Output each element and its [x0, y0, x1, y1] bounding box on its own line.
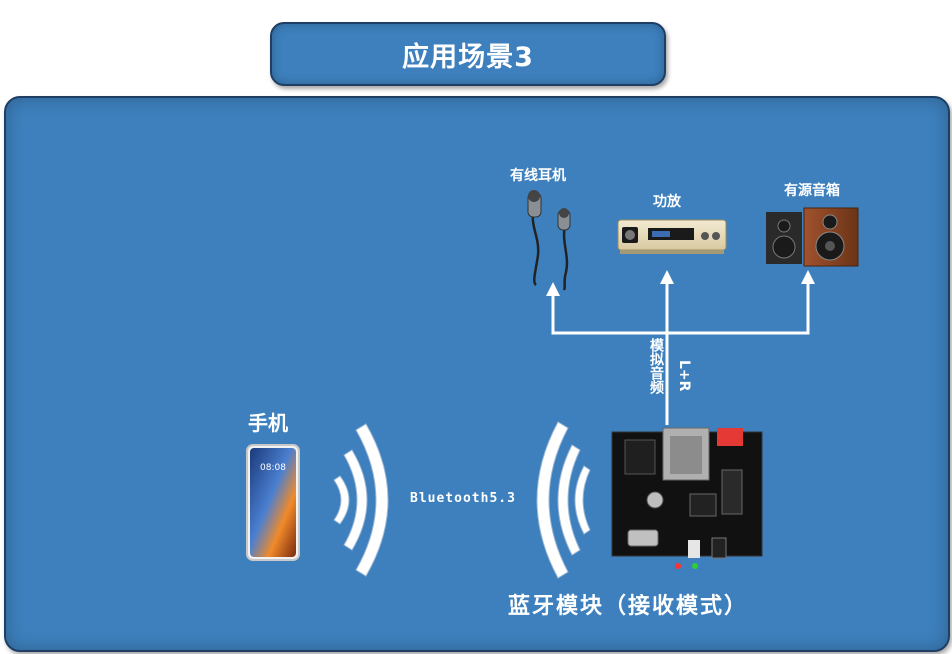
diagram-panel	[4, 96, 950, 652]
speakers-label: 有源音箱	[784, 183, 840, 199]
bluetooth-version-label: Bluetooth5.3	[410, 491, 516, 506]
phone-label: 手机	[248, 411, 288, 435]
earphones-label: 有线耳机	[510, 168, 566, 184]
amplifier-label: 功放	[653, 194, 681, 210]
channels-label: L+R	[676, 360, 692, 392]
title-banner: 应用场景3	[270, 22, 666, 86]
analog-audio-label: 模拟音频	[648, 338, 664, 394]
page-title: 应用场景3	[402, 41, 534, 73]
module-label: 蓝牙模块（接收模式）	[508, 594, 749, 619]
